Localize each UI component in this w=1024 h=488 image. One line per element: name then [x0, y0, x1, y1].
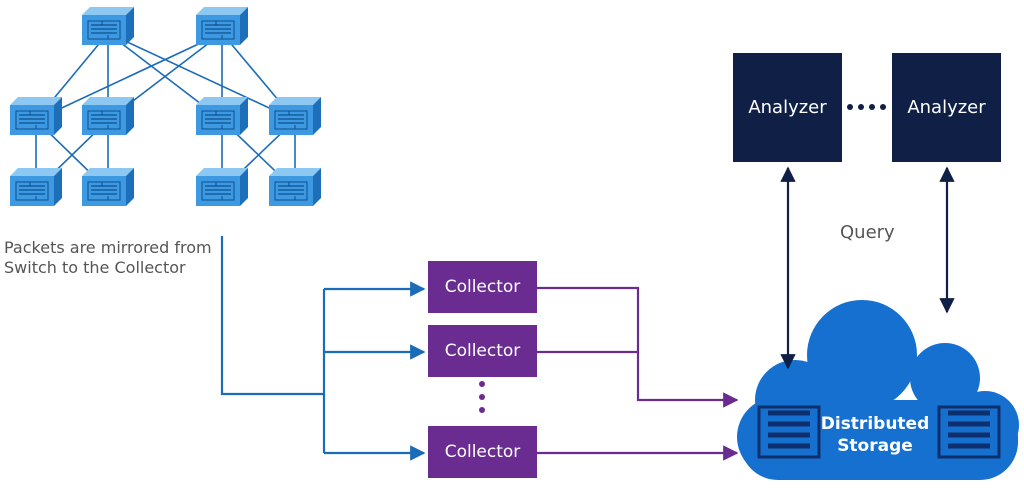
- switch-tor-2: [81, 167, 135, 207]
- storage-rack-icon: [757, 405, 821, 459]
- collector-to-storage: [537, 286, 739, 461]
- analyzer-box-1: Analyzer: [733, 53, 842, 162]
- query-arrows: [780, 166, 955, 370]
- switch-spine-1: [81, 6, 135, 46]
- collector-ellipsis: [479, 381, 485, 413]
- switch-leaf-3: [195, 96, 249, 136]
- storage-label-line-2: Storage: [837, 436, 913, 456]
- query-label: Query: [840, 222, 895, 243]
- mirror-note-line-2: Switch to the Collector: [4, 258, 186, 277]
- switch-tor-3: [195, 167, 249, 207]
- collector-box-1: Collector: [428, 261, 537, 313]
- storage-rack-icon-right: [937, 405, 1001, 459]
- mirror-note: Packets are mirrored from Switch to the …: [4, 238, 244, 278]
- switch-leaf-2: [81, 96, 135, 136]
- switch-leaf-4: [268, 96, 322, 136]
- collector-box-3: Collector: [428, 426, 537, 478]
- switch-tor-4: [268, 167, 322, 207]
- switch-leaf-1: [9, 96, 63, 136]
- analyzer-ellipsis: [847, 104, 886, 110]
- switch-tor-1: [9, 167, 63, 207]
- mirror-path: [220, 236, 426, 461]
- switch-spine-2: [195, 6, 249, 46]
- storage-cloud: [737, 300, 1019, 480]
- switch-links: [35, 32, 296, 191]
- storage-label: Distributed Storage: [810, 413, 940, 457]
- mirror-note-line-1: Packets are mirrored from: [4, 238, 212, 257]
- storage-label-line-1: Distributed: [820, 414, 930, 434]
- analyzer-box-2: Analyzer: [892, 53, 1001, 162]
- collector-box-2: Collector: [428, 325, 537, 377]
